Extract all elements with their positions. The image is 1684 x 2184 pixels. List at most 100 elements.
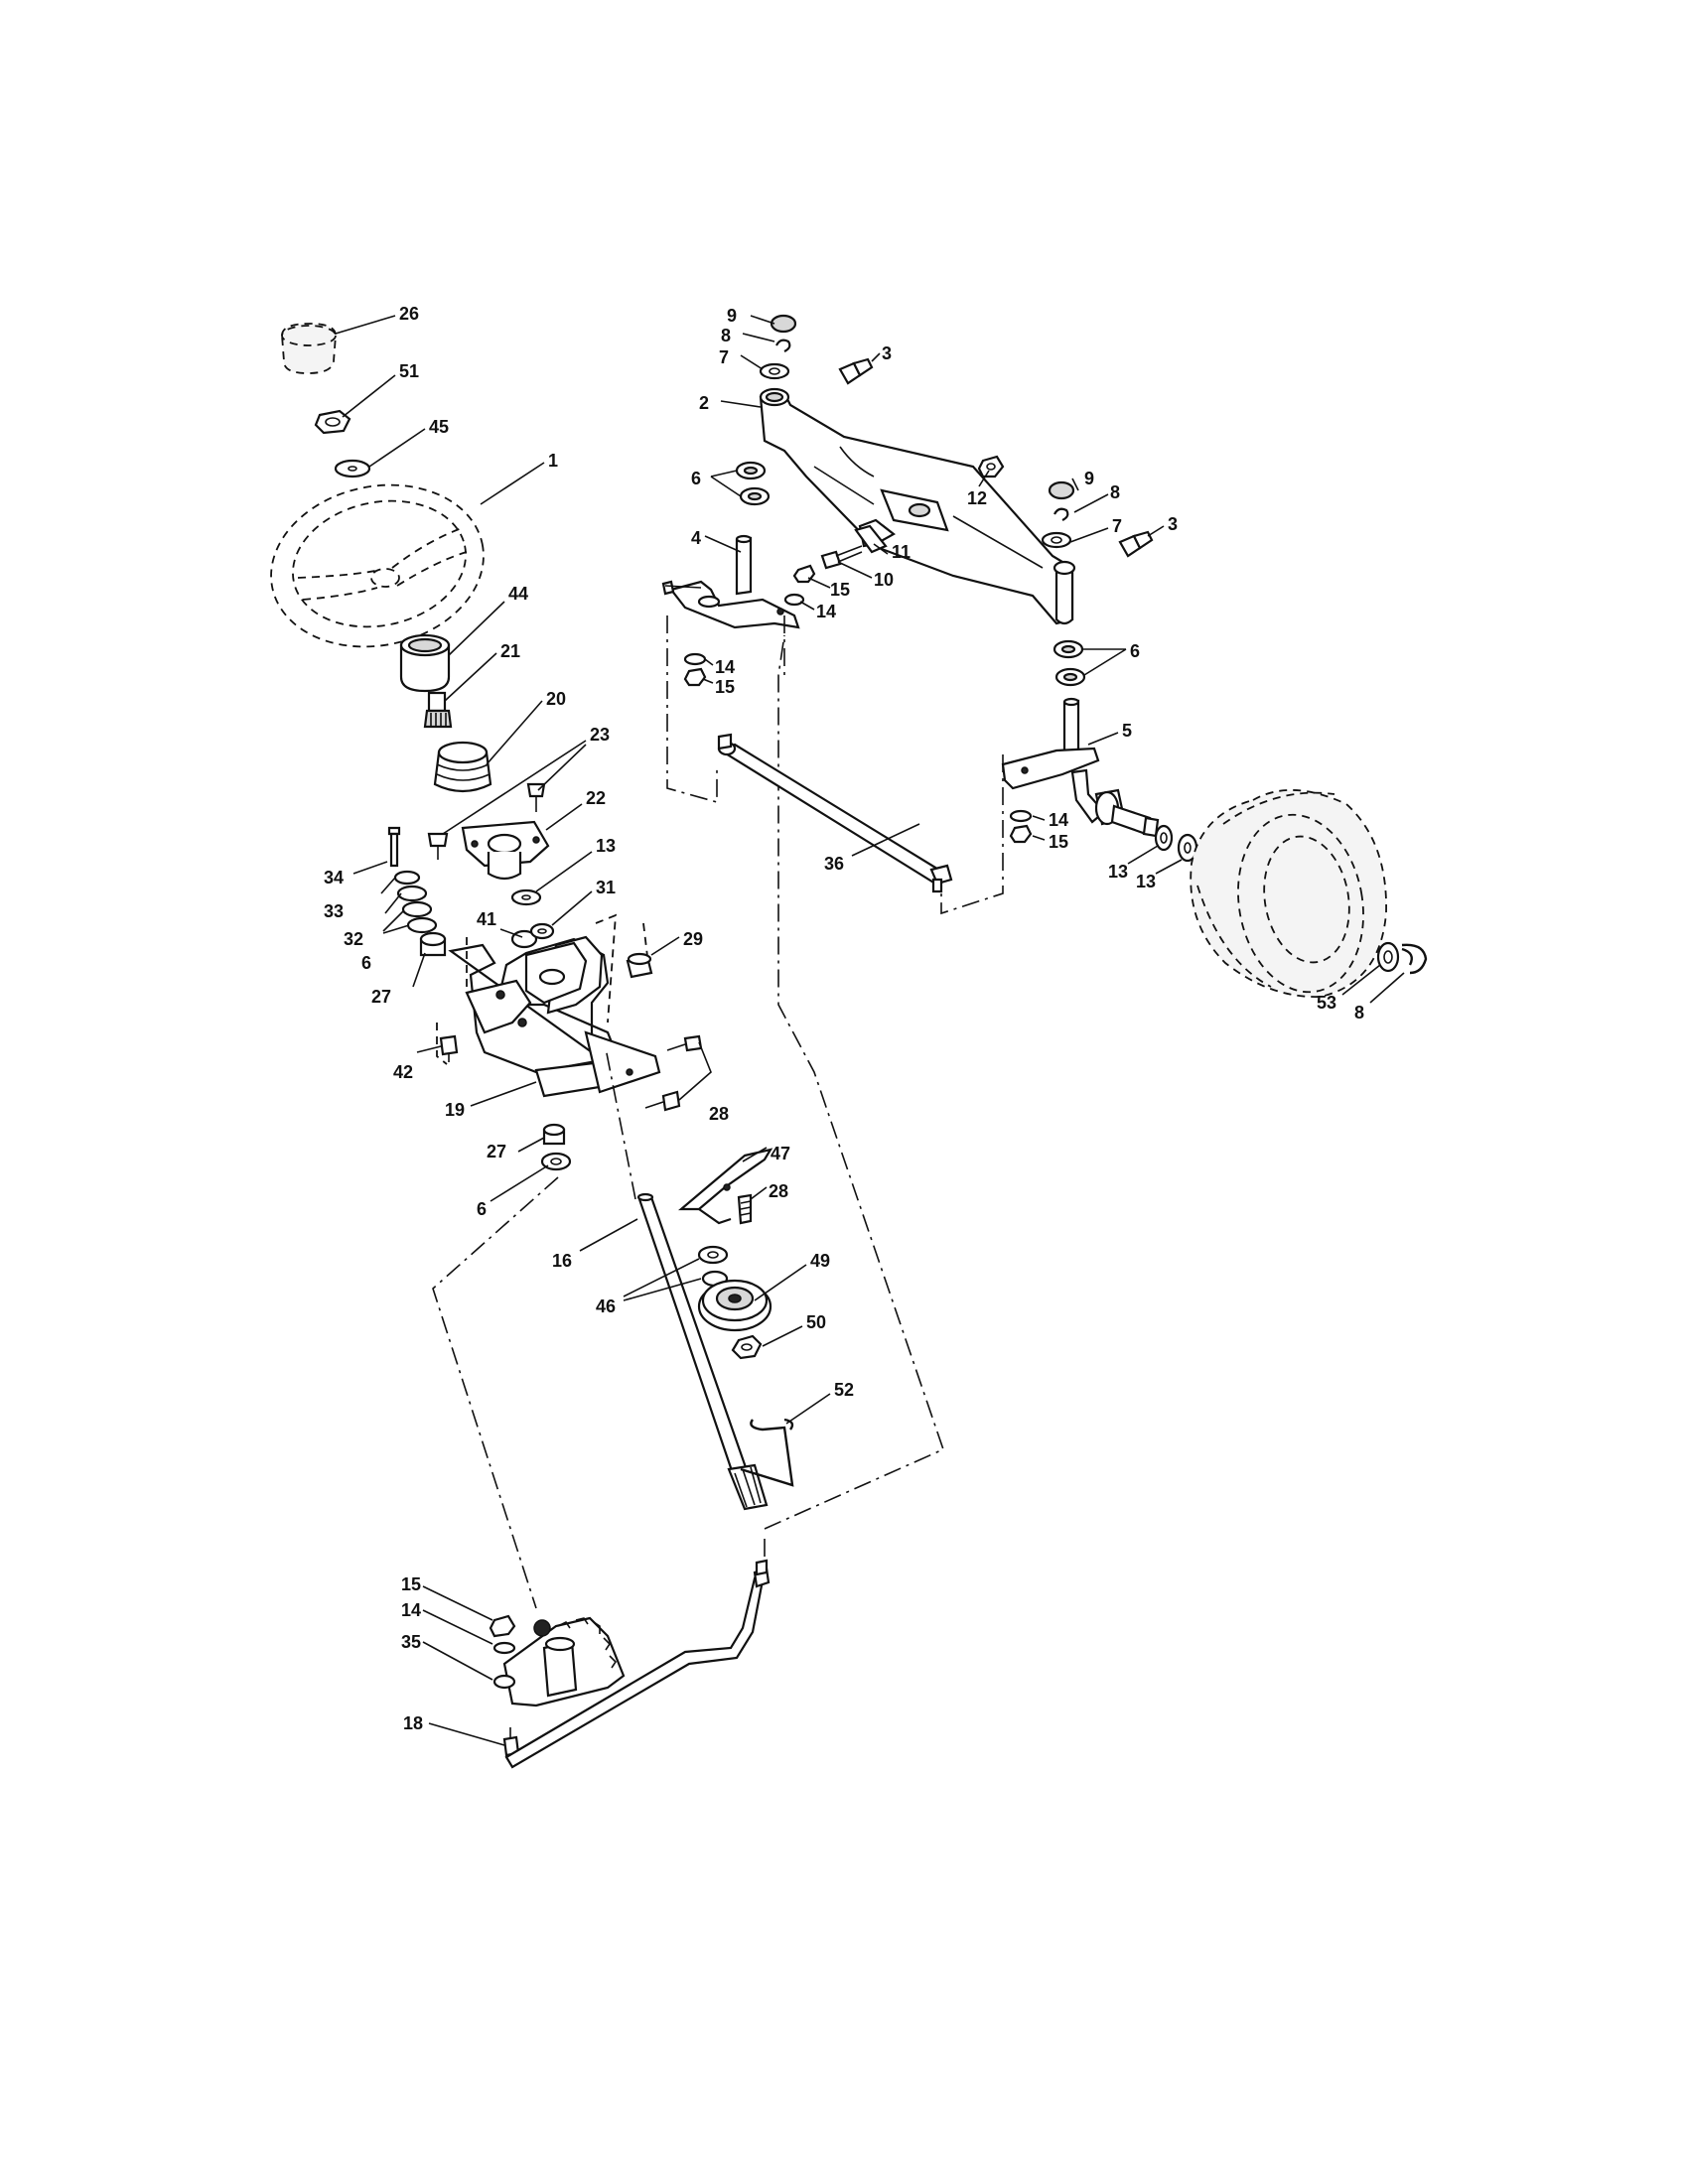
callout-45: 45 — [429, 417, 449, 437]
callout-31: 31 — [596, 878, 616, 897]
callout-47: 47 — [771, 1144, 790, 1163]
spindle-left-fasteners-bottom — [683, 652, 707, 687]
spindle-cap-right — [1048, 480, 1075, 500]
callout-35: 35 — [401, 1632, 421, 1652]
column-bushing — [399, 633, 451, 693]
spring-clip — [740, 1418, 794, 1487]
spindle-cap-left — [770, 314, 797, 334]
callout-3-left: 3 — [882, 343, 892, 363]
callout-50: 50 — [806, 1312, 826, 1332]
axle-spacer — [854, 518, 896, 554]
callout-15-spindle-bottom: 15 — [715, 677, 735, 697]
callout-8-wheel: 8 — [1354, 1003, 1364, 1023]
spline-adapter — [423, 691, 453, 729]
callout-19: 19 — [445, 1100, 465, 1120]
callout-28-pulley: 28 — [769, 1181, 788, 1201]
steering-wheel — [270, 483, 485, 648]
callout-28-bracket: 28 — [709, 1104, 729, 1124]
callout-46: 46 — [596, 1297, 616, 1316]
bracket-bolt-left — [439, 1034, 459, 1062]
flange-bolts — [427, 782, 546, 860]
callout-9-left: 9 — [727, 306, 737, 326]
callout-27-upper: 27 — [371, 987, 391, 1007]
callout-8-left: 8 — [721, 326, 731, 345]
bracket-bolts-right — [644, 1034, 703, 1112]
phantom-lines-right — [666, 615, 1004, 915]
callout-5: 5 — [1122, 721, 1132, 741]
wheel-washers — [1154, 824, 1198, 863]
callout-44: 44 — [508, 584, 528, 604]
axle-nut — [977, 455, 1005, 478]
spindle-left — [661, 534, 800, 629]
callout-10: 10 — [874, 570, 894, 590]
callout-8-right: 8 — [1110, 482, 1120, 502]
washer-top-right — [1041, 531, 1072, 549]
idler-pulley — [697, 1279, 772, 1332]
leader-lines — [335, 315, 1405, 1746]
phantom-lines-left — [432, 634, 944, 1609]
callout-53: 53 — [1317, 993, 1336, 1013]
callout-15-spindle-top: 15 — [830, 580, 850, 600]
e-clip-left — [775, 339, 791, 352]
grease-fitting-right — [1118, 530, 1154, 558]
flange-washer — [510, 888, 542, 906]
front-wheel — [1190, 789, 1387, 998]
callout-42: 42 — [393, 1062, 413, 1082]
callout-6-lower: 6 — [477, 1199, 487, 1219]
wheel-nut — [314, 409, 351, 435]
bracket-spacer — [626, 952, 653, 979]
callout-14-sector: 14 — [401, 1600, 421, 1620]
callout-14-right: 14 — [1049, 810, 1068, 830]
callout-49: 49 — [810, 1251, 830, 1271]
callout-4: 4 — [691, 528, 701, 548]
pulley-nut — [731, 1334, 763, 1360]
callout-22: 22 — [586, 788, 606, 808]
callout-27-lower: 27 — [487, 1142, 506, 1161]
callout-26: 26 — [399, 304, 419, 324]
grease-fitting-left — [838, 357, 874, 385]
spindle-right — [1001, 697, 1160, 838]
callout-6-axle-right: 6 — [1130, 641, 1140, 661]
pulley-bracket — [677, 1148, 773, 1225]
washer-top-left — [759, 362, 790, 380]
bracket-bushings — [510, 922, 555, 949]
steering-shaft — [636, 1192, 769, 1511]
lower-bushings — [540, 1123, 572, 1171]
callout-13-wheel-a: 13 — [1108, 862, 1128, 882]
callout-1: 1 — [548, 451, 558, 471]
callout-11: 11 — [892, 542, 911, 562]
e-clip-right — [1053, 507, 1069, 521]
callout-12: 12 — [967, 488, 987, 508]
column-boot — [433, 741, 492, 793]
wheel-e-clip — [1401, 943, 1428, 975]
spindle-washers-left — [735, 461, 771, 506]
spindle-left-fasteners-top — [783, 564, 816, 607]
callout-32: 32 — [344, 929, 363, 949]
callout-15-right: 15 — [1049, 832, 1068, 852]
callout-6-column: 6 — [361, 953, 371, 973]
callout-18: 18 — [403, 1713, 423, 1733]
callout-23: 23 — [590, 725, 610, 745]
tie-rod — [717, 733, 953, 893]
callout-16: 16 — [552, 1251, 572, 1271]
callout-7-left: 7 — [719, 347, 729, 367]
column-flange — [461, 820, 550, 881]
callout-3-right: 3 — [1168, 514, 1178, 534]
front-axle — [759, 387, 1076, 625]
callout-7-right: 7 — [1112, 516, 1122, 536]
callout-51: 51 — [399, 361, 419, 381]
wheel-washer — [334, 459, 371, 478]
callout-labels: 26 51 45 1 44 21 20 23 22 13 34 33 32 6 … — [324, 304, 1364, 1733]
callout-13-wheel-b: 13 — [1136, 872, 1156, 891]
callout-15-sector: 15 — [401, 1574, 421, 1594]
sector-gear — [492, 1616, 626, 1707]
callout-6-axle-left: 6 — [691, 469, 701, 488]
callout-14-spindle-bottom: 14 — [715, 657, 735, 677]
callout-20: 20 — [546, 689, 566, 709]
pulley-bolt — [737, 1193, 753, 1225]
pivot-bolt-stack — [387, 826, 447, 957]
drag-link — [502, 1559, 771, 1769]
callout-34: 34 — [324, 868, 344, 887]
callout-52: 52 — [834, 1380, 854, 1400]
